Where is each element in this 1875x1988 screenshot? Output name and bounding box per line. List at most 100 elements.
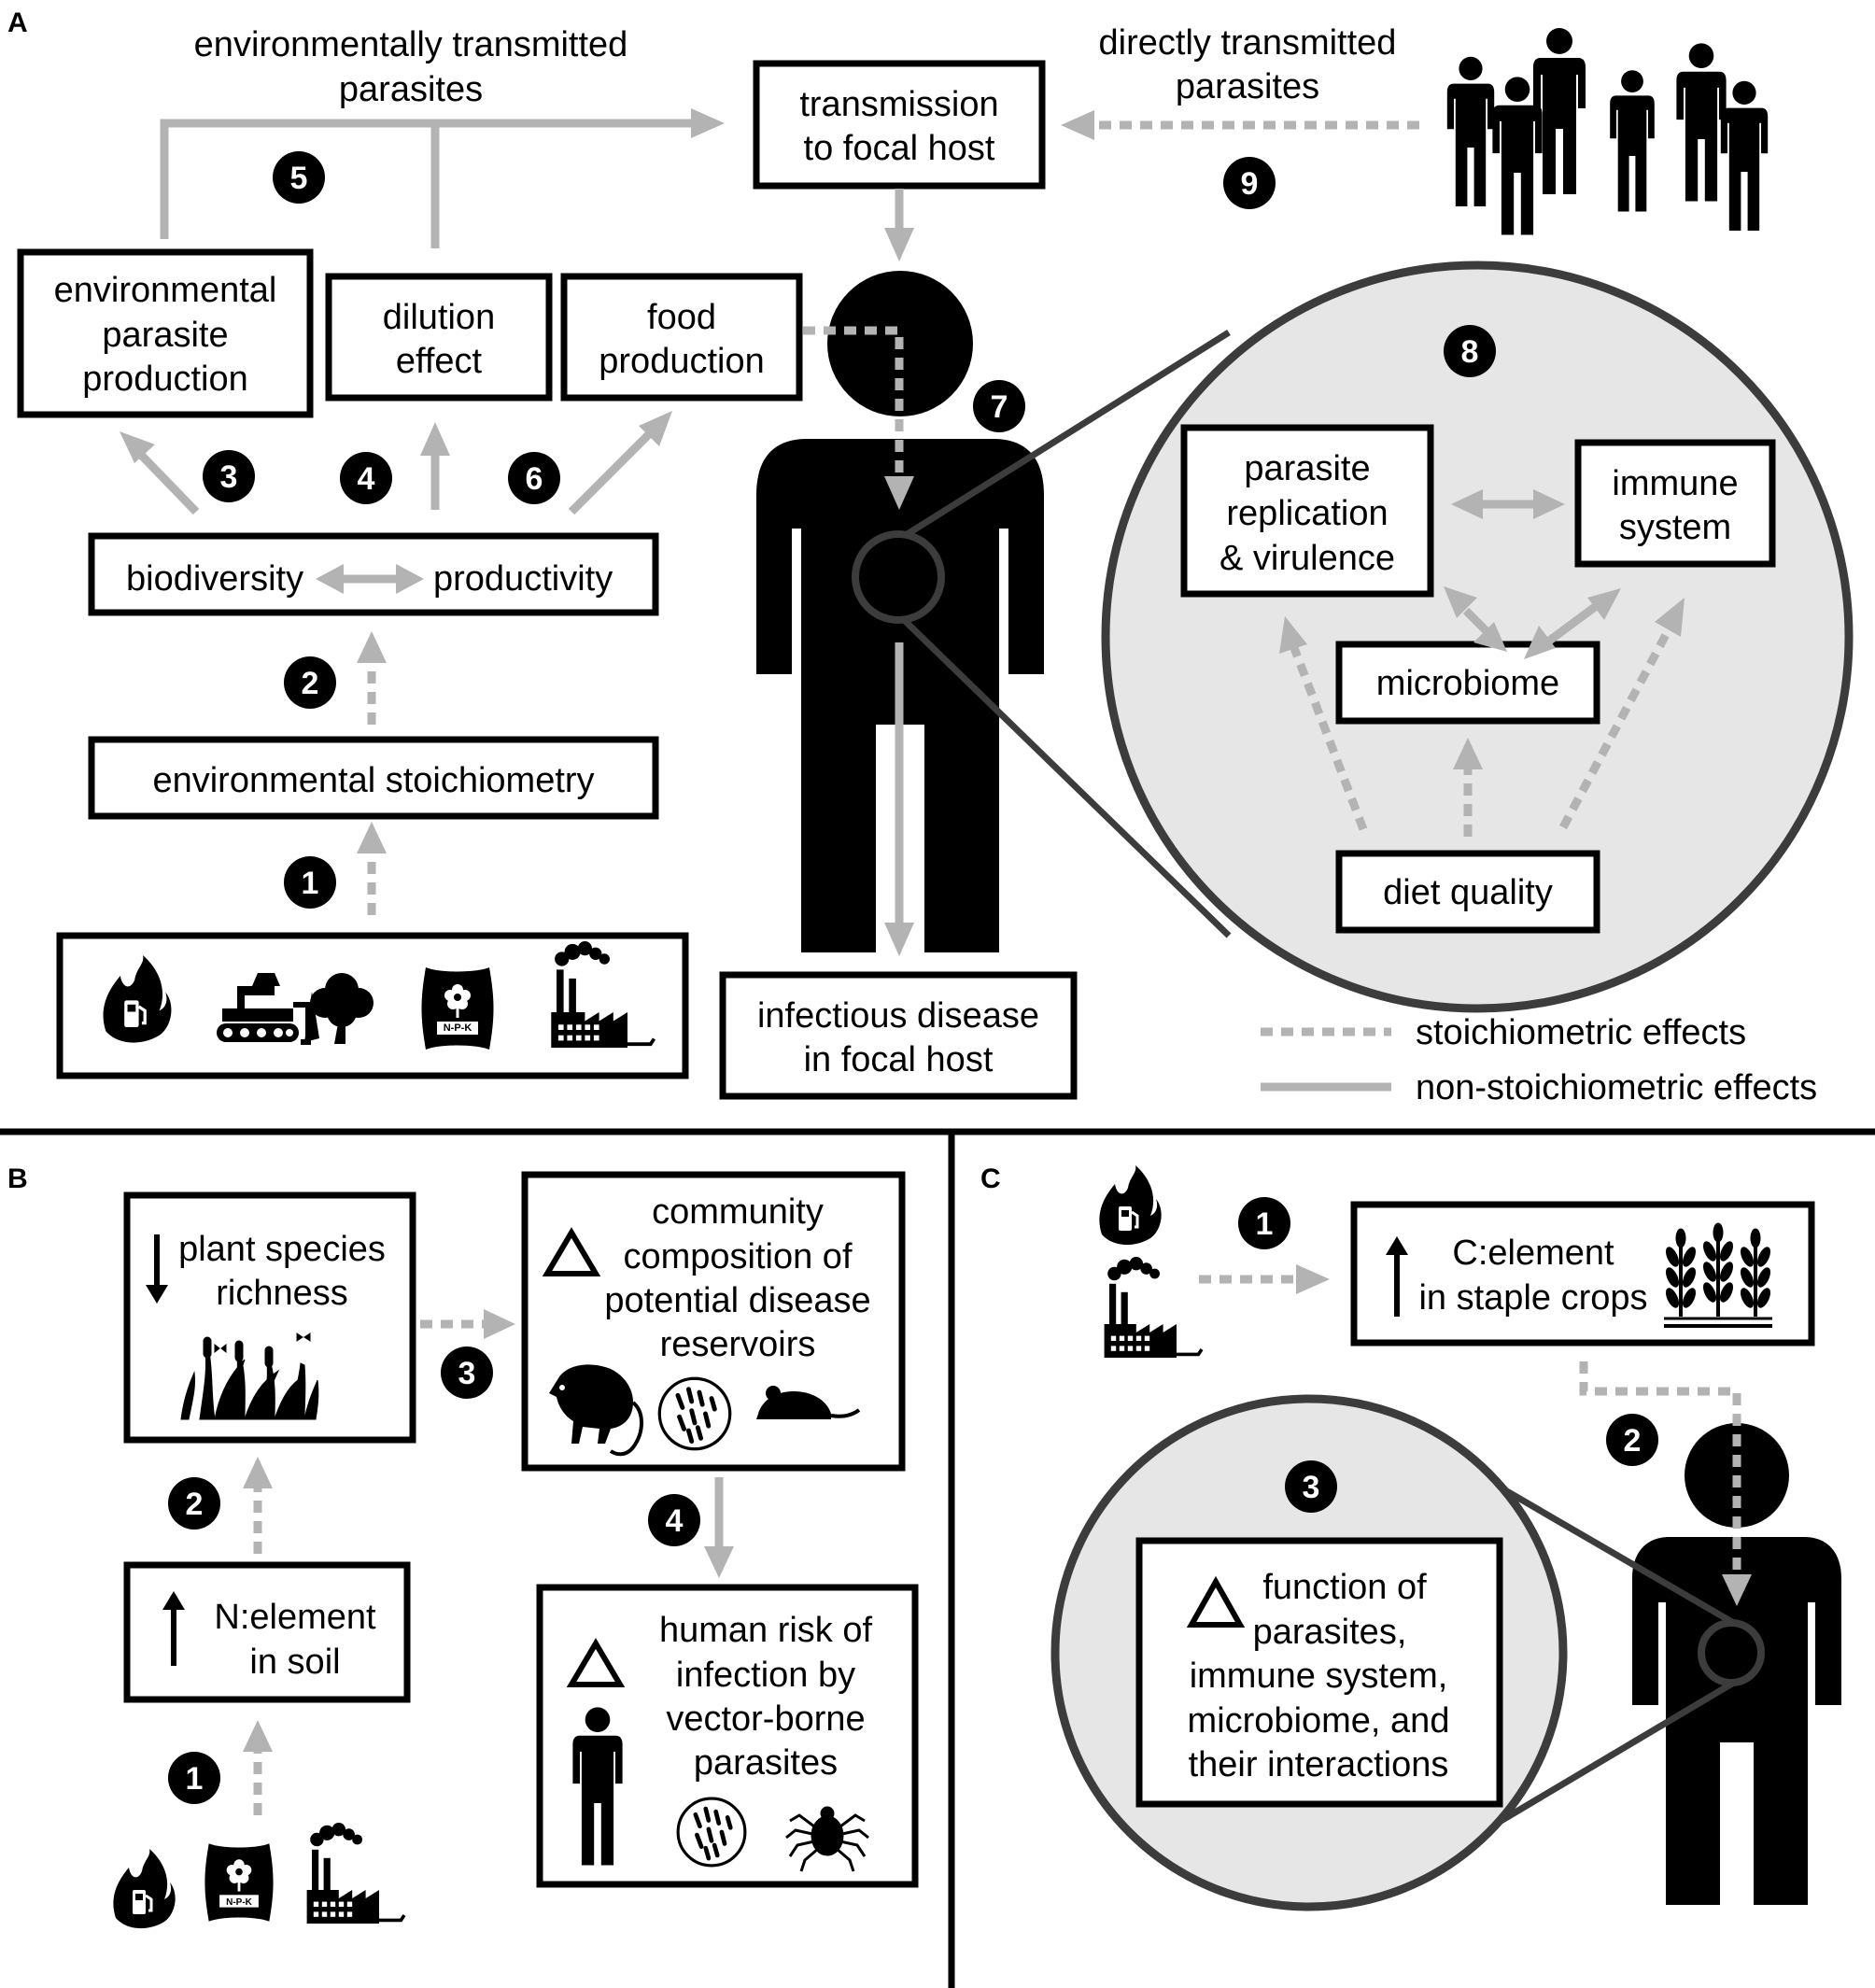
arrow-crops-to-host: [1579, 1361, 1752, 1606]
infectious-disease-label-2: in focal host: [804, 1040, 994, 1079]
delta-icon: [542, 1227, 601, 1276]
fire-fuel-icon-c: [1097, 1163, 1163, 1247]
zoom-connector-lines: [895, 330, 1232, 938]
arrow-host-to-disease: [884, 642, 914, 956]
transmission-box: [753, 60, 1046, 190]
human-risk-label-3: vector-borne: [666, 1699, 865, 1739]
badge-c-1: 1: [1256, 1206, 1274, 1242]
microbiome-box: [1335, 641, 1600, 725]
dilution-effect-box: [325, 273, 553, 402]
tree-icon: [310, 973, 374, 1044]
badge-c-2: 2: [1624, 1423, 1642, 1459]
factory-icon-b: [304, 1821, 406, 1925]
down-arrow-icon: [146, 1234, 168, 1304]
env-transmitted-label-1: environmentally transmitted: [194, 25, 628, 64]
badge-a-6: 6: [526, 461, 543, 497]
legend: stoichiometric effects non-stoichiometri…: [1261, 1013, 1817, 1107]
food-production-label-1: food: [647, 298, 716, 337]
dilution-effect-label-2: effect: [396, 342, 483, 381]
up-arrow-icon: [162, 1591, 185, 1666]
immune-system-label-2: system: [1619, 508, 1731, 547]
parasite-replication-box: [1180, 424, 1434, 598]
community-label-4: reservoirs: [660, 1325, 816, 1364]
infectious-disease-label-1: infectious disease: [757, 996, 1039, 1036]
env-parasite-production-label-2: parasite: [102, 316, 228, 355]
immune-system-label-1: immune: [1612, 464, 1738, 503]
function-label-2: parasites,: [1253, 1613, 1407, 1652]
badge-b-4: 4: [666, 1503, 684, 1539]
diet-quality-label: diet quality: [1383, 873, 1553, 912]
n-element-label-1: N:element: [214, 1598, 376, 1637]
legend-nonstoich-label: non-stoichiometric effects: [1416, 1068, 1817, 1107]
plants-icon: [180, 1332, 319, 1420]
env-transmitted-label-2: parasites: [339, 70, 483, 109]
badge-a-7: 7: [991, 389, 1008, 425]
plant-richness-label-2: richness: [216, 1274, 348, 1313]
badge-a-3: 3: [220, 459, 238, 495]
function-box: [1135, 1537, 1503, 1808]
function-label-4: microbiome, and: [1188, 1701, 1450, 1741]
direct-transmission-arrow: [1061, 110, 1419, 140]
up-arrow-icon-c: [1386, 1236, 1408, 1317]
env-stoichiometry-box: [88, 736, 659, 820]
wheat-icon: [1664, 1222, 1772, 1328]
fertilizer-bag-icon: N-P-K: [420, 966, 495, 1051]
panel-label-b: B: [7, 1163, 28, 1194]
arrow-stoichiometry-to-biodiversity: [357, 631, 387, 725]
plant-richness-label-1: plant species: [178, 1230, 386, 1269]
microbe-icon-risk: [678, 1798, 745, 1866]
people-icon: [1446, 28, 1769, 235]
arrow-plants-to-community: [420, 1309, 515, 1339]
arrow-transmission-to-host: [884, 189, 914, 261]
human-risk-label-1: human risk of: [659, 1611, 873, 1650]
env-parasite-production-label-1: environmental: [54, 271, 277, 310]
panel-label-a: A: [7, 7, 28, 38]
arrow-productivity-to-food: [568, 411, 672, 515]
delta-icon-risk: [566, 1638, 626, 1687]
parasite-replication-label-3: & virulence: [1219, 539, 1395, 578]
badge-a-8: 8: [1461, 334, 1479, 370]
env-transmission-arrow: [160, 108, 725, 248]
infectious-disease-box: [719, 971, 1078, 1100]
mouse-icon: [756, 1386, 861, 1419]
food-production-label-2: production: [599, 342, 764, 381]
host-focus-circle-c: [1698, 1619, 1765, 1686]
arrow-biodiversity-to-env-production: [120, 431, 200, 515]
badge-b-3: 3: [458, 1356, 476, 1391]
arrow-immune-microbiome: [1524, 588, 1621, 659]
arrow-community-to-risk: [704, 1477, 734, 1578]
step-badges-b: 1 2 3 4: [168, 1346, 700, 1804]
badge-a-4: 4: [358, 461, 375, 497]
step-badges-a: 1 2 3 4 5 6 7 8 9: [203, 151, 1496, 909]
microbe-icon: [659, 1378, 729, 1448]
c-element-label-1: C:element: [1452, 1234, 1614, 1273]
arrow-diet-to-immune: [1559, 598, 1685, 830]
biodiversity-productivity-box: [88, 532, 659, 616]
arrow-drivers-to-stoichiometry: [357, 822, 387, 915]
arrow-drivers-to-n: [243, 1720, 273, 1815]
arrow-n-to-plants: [243, 1457, 273, 1554]
microbiome-label: microbiome: [1376, 664, 1559, 703]
fertilizer-label-b: N-P-K: [226, 1897, 253, 1908]
diet-quality-box: [1335, 850, 1600, 934]
arrow-diet-to-microbiome: [1453, 738, 1483, 837]
legend-stoich-label: stoichiometric effects: [1416, 1013, 1746, 1052]
immune-system-box: [1574, 439, 1776, 568]
badge-b-2: 2: [186, 1487, 204, 1522]
badge-a-9: 9: [1241, 166, 1259, 202]
biodiversity-label: biodiversity: [126, 559, 303, 599]
biodiversity-productivity-arrow: [316, 564, 424, 594]
delta-icon-c: [1186, 1575, 1246, 1628]
parasite-replication-label-2: replication: [1226, 494, 1388, 533]
badge-a-2: 2: [302, 666, 319, 701]
arrow-parasite-microbiome: [1444, 586, 1507, 652]
arrow-diet-to-parasite: [1279, 616, 1368, 831]
host-focus-circle: [852, 530, 945, 624]
badge-b-1: 1: [186, 1761, 204, 1797]
n-element-label-2: in soil: [249, 1643, 340, 1682]
dilution-effect-label-1: dilution: [383, 298, 495, 337]
env-parasite-production-label-3: production: [82, 360, 247, 399]
opossum-icon: [549, 1364, 643, 1457]
human-risk-label-2: infection by: [676, 1656, 855, 1695]
